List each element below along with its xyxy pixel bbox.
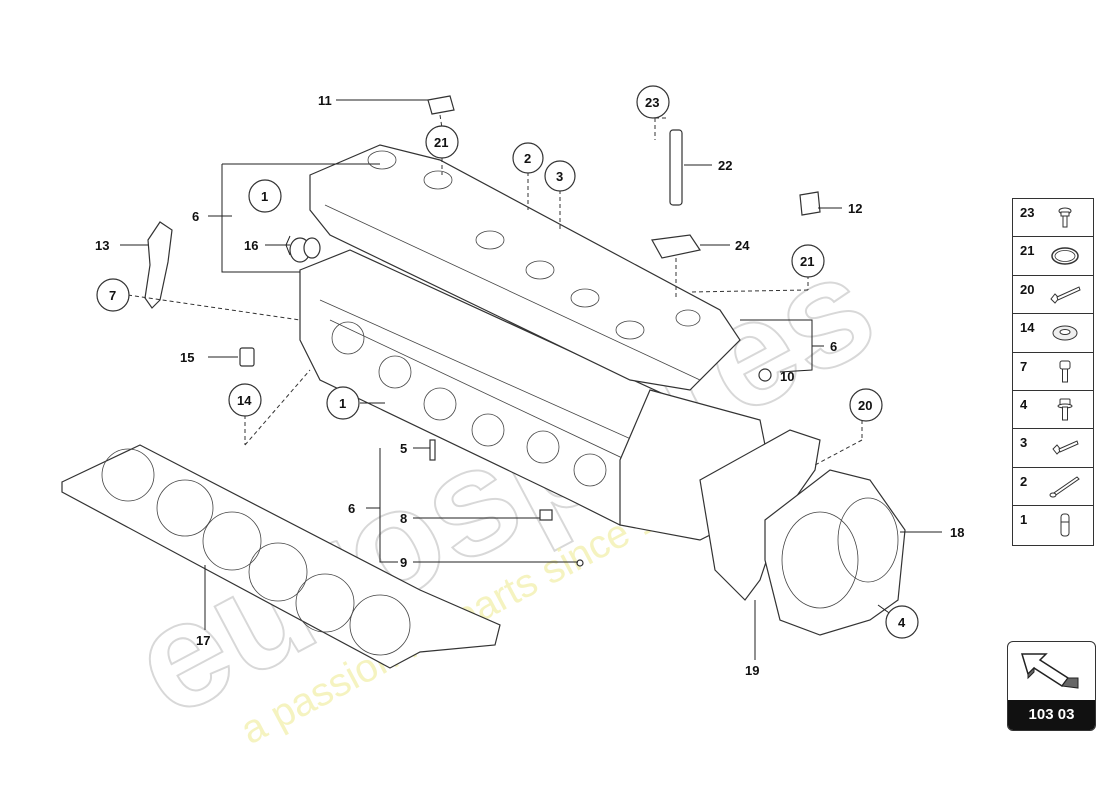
legend-row: 1 xyxy=(1013,506,1093,544)
ball-9 xyxy=(576,559,584,567)
leader-lines xyxy=(120,99,942,660)
legend-row: 23 xyxy=(1013,199,1093,238)
bracket xyxy=(144,221,173,309)
short-bolt-icon xyxy=(1058,207,1072,228)
seal-16b xyxy=(303,237,321,259)
stud-icon xyxy=(1049,476,1080,498)
legend-num: 20 xyxy=(1020,281,1035,297)
callout-14: 14 xyxy=(237,393,252,408)
callout-21b: 21 xyxy=(800,254,814,269)
legend-num: 2 xyxy=(1020,473,1028,489)
socket-bolt-icon xyxy=(1059,360,1071,383)
callout-3: 3 xyxy=(556,169,563,184)
plug-15 xyxy=(239,347,255,367)
callout-12: 12 xyxy=(848,201,862,216)
bracket-24 xyxy=(651,234,701,259)
arrow-up-left-icon xyxy=(1020,653,1079,689)
legend-row: 14 xyxy=(1013,314,1093,353)
callout-15: 15 xyxy=(180,350,194,365)
washer-icon xyxy=(1052,325,1078,341)
seal-ring-icon xyxy=(1051,247,1079,266)
cam-cover xyxy=(309,144,741,391)
head-gasket xyxy=(61,444,501,669)
callouts: 11 21 23 2 3 22 1 6 16 13 12 24 21 7 6 1… xyxy=(95,85,964,678)
callout-16: 16 xyxy=(244,238,258,253)
legend-num: 23 xyxy=(1020,205,1035,220)
small-parts xyxy=(239,95,821,567)
callout-7: 7 xyxy=(109,288,116,303)
screw-8 xyxy=(539,509,553,521)
callout-10: 10 xyxy=(780,369,794,384)
pin-5 xyxy=(429,439,436,461)
callout-8: 8 xyxy=(400,511,407,526)
callout-6b: 6 xyxy=(830,339,837,354)
ring-10 xyxy=(758,368,772,382)
callout-21a: 21 xyxy=(434,135,448,150)
callout-13: 13 xyxy=(95,238,109,253)
callout-9: 9 xyxy=(400,555,407,570)
callout-6a: 6 xyxy=(192,209,199,224)
legend-row: 3 xyxy=(1013,429,1093,468)
callout-17: 17 xyxy=(196,633,210,648)
legend-num: 4 xyxy=(1020,396,1028,412)
callout-24: 24 xyxy=(735,238,750,253)
callout-1b: 1 xyxy=(339,396,346,411)
page-reference: 103 03 xyxy=(1008,700,1095,730)
flange-bolt-icon xyxy=(1057,398,1073,421)
legend-row: 7 xyxy=(1013,353,1093,391)
long-bolt-icon xyxy=(1050,286,1081,304)
dowel-pin-icon xyxy=(1060,513,1070,537)
callout-1: 1 xyxy=(261,189,268,204)
callout-5: 5 xyxy=(400,441,407,456)
timing-cover xyxy=(764,469,906,636)
callout-6c: 6 xyxy=(348,501,355,516)
callout-20: 20 xyxy=(858,398,872,413)
fastener-legend: 23 21 20 14 7 4 xyxy=(1012,198,1094,546)
cam-actuator-22 xyxy=(669,129,683,206)
legend-row: 2 xyxy=(1013,468,1093,507)
next-page-button[interactable]: 103 03 xyxy=(1007,641,1096,731)
legend-row: 21 xyxy=(1013,237,1093,276)
legend-num: 3 xyxy=(1020,435,1028,451)
callout-4: 4 xyxy=(898,615,906,630)
callout-11: 11 xyxy=(318,93,332,108)
grommet-11 xyxy=(427,95,455,115)
callout-2: 2 xyxy=(524,151,531,166)
callout-19: 19 xyxy=(745,663,759,678)
legend-num: 7 xyxy=(1020,358,1028,374)
legend-num: 1 xyxy=(1020,512,1028,528)
plug-12 xyxy=(799,191,821,216)
callout-18: 18 xyxy=(950,525,964,540)
callout-23: 23 xyxy=(645,95,659,110)
legend-num: 14 xyxy=(1020,320,1035,336)
legend-row: 20 xyxy=(1013,276,1093,315)
legend-num: 21 xyxy=(1020,243,1035,259)
bolt-icon xyxy=(1052,440,1079,456)
callout-22: 22 xyxy=(718,158,732,173)
legend-row: 4 xyxy=(1013,391,1093,430)
